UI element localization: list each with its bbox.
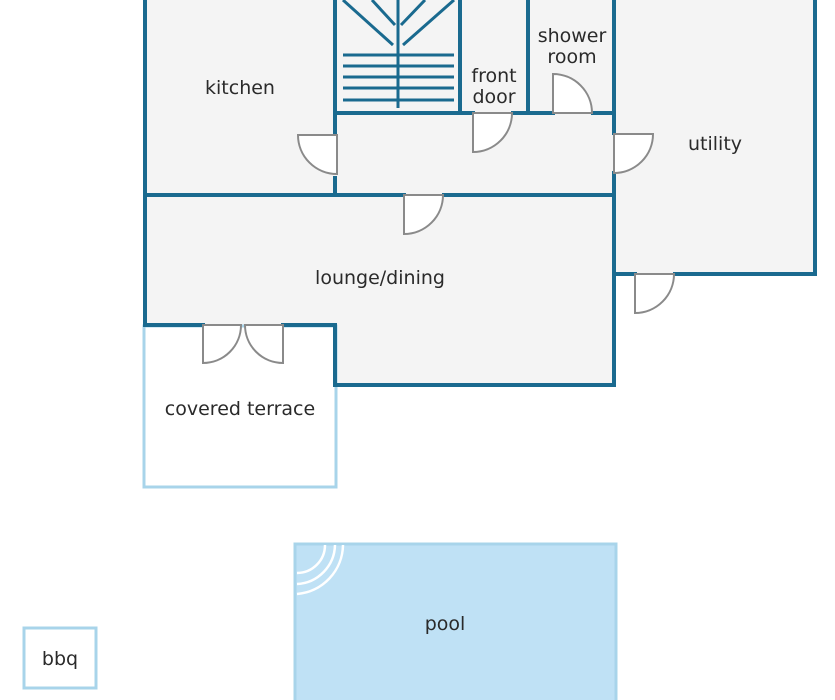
utility-exterior-door	[634, 273, 676, 315]
shower-room-label-line1: shower	[538, 25, 607, 47]
staircase-icon	[341, 0, 455, 108]
pool	[293, 542, 618, 700]
utility-door	[613, 133, 655, 175]
shower-room-label-line2: room	[547, 46, 596, 68]
terrace-door-left	[202, 324, 243, 365]
kitchen-door	[296, 134, 338, 176]
lounge-floor	[145, 195, 614, 385]
covered-terrace-outline	[142, 324, 338, 489]
lounge-dining-label: lounge/dining	[315, 267, 445, 289]
shower-door	[552, 72, 594, 114]
terrace-door-right	[243, 324, 284, 365]
covered-terrace-label: covered terrace	[165, 398, 315, 420]
utility-label: utility	[688, 133, 742, 155]
pool-steps-icon	[296, 544, 345, 596]
front-door-label-line1: front	[471, 65, 516, 87]
kitchen-floor	[145, 0, 335, 195]
walls	[143, 0, 817, 387]
bbq-outline	[22, 626, 98, 690]
bbq-label: bbq	[42, 648, 78, 670]
lounge-door	[403, 194, 445, 236]
pool-label: pool	[425, 613, 466, 635]
front-door-label-line2: door	[472, 86, 515, 108]
floor-fills	[145, 0, 815, 385]
doors	[202, 72, 676, 365]
kitchen-label: kitchen	[205, 77, 275, 99]
front-door	[472, 112, 514, 154]
front-door-floor	[460, 0, 528, 113]
